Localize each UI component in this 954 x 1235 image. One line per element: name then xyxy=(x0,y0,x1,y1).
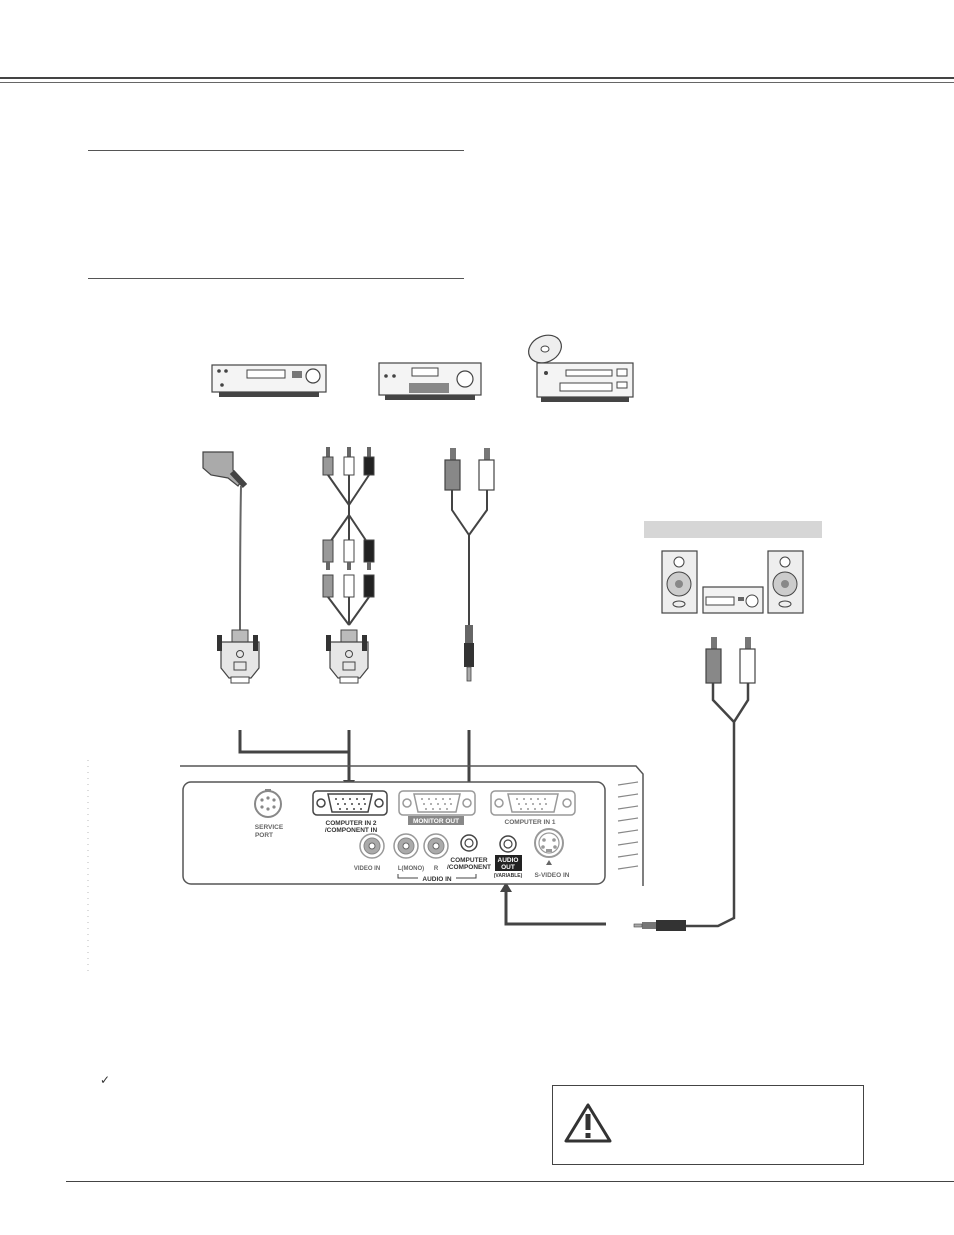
service-port-label-1: SERVICE xyxy=(255,824,284,831)
s-video-in-label: S-VIDEO IN xyxy=(534,872,569,879)
speaker-band xyxy=(644,521,822,538)
s-video-in-port[interactable] xyxy=(534,828,564,865)
rca-plug-top-set xyxy=(322,447,375,476)
monitor-out-port[interactable] xyxy=(398,790,476,816)
audio-in-label-bg xyxy=(418,874,456,882)
footer-rule xyxy=(66,1181,954,1182)
speaker-system-icon xyxy=(661,550,804,614)
audio-out-jack[interactable] xyxy=(499,835,517,853)
monitor-out-label-bg xyxy=(408,816,464,825)
audio-in-right-label: R xyxy=(434,866,439,872)
computer-in-1-label: COMPUTER IN 1 xyxy=(505,819,556,826)
audio-out-label-2: OUT xyxy=(501,864,515,871)
computer-component-label-2: /COMPONENT xyxy=(447,864,491,871)
computer-in-2-port[interactable] xyxy=(312,790,388,816)
caution-box xyxy=(552,1085,864,1165)
video-in-jack[interactable] xyxy=(359,833,385,859)
rca-jack-set xyxy=(322,574,375,598)
audio-in-left-jack[interactable] xyxy=(393,833,419,859)
computer-in-1-port[interactable] xyxy=(490,790,576,816)
audio-in-label: AUDIO IN xyxy=(422,876,452,883)
video-in-label: VIDEO IN xyxy=(354,866,380,872)
scart-cable xyxy=(202,451,260,684)
vcr-device-icon xyxy=(211,364,327,397)
computer-in-2-label-1: COMPUTER IN 2 xyxy=(326,820,377,827)
monitor-out-label: MONITOR OUT xyxy=(413,818,459,825)
audio-out-label-1: AUDIO xyxy=(498,857,519,864)
computer-component-label-1: COMPUTER xyxy=(450,857,488,864)
speaker-cable xyxy=(633,637,756,931)
top-rule-2 xyxy=(0,82,954,83)
rca-plug-middle-set xyxy=(322,539,375,570)
audio-cable xyxy=(444,448,495,682)
disc-player-icon xyxy=(528,334,634,402)
computer-in-2-label-2: /COMPONENT IN xyxy=(325,827,378,834)
variable-label: (VARIABLE) xyxy=(494,873,523,879)
audio-in-left-label: L(MONO) xyxy=(398,866,424,872)
section-rule-upper xyxy=(88,150,464,151)
check-icon: ✓ xyxy=(100,1073,111,1087)
dvd-device-icon xyxy=(378,362,482,400)
component-cable xyxy=(322,447,375,684)
warning-triangle-icon xyxy=(564,1103,612,1143)
section-rule-lower xyxy=(88,278,464,279)
top-rule-1 xyxy=(0,77,954,79)
audio-in-right-jack[interactable] xyxy=(423,833,449,859)
computer-component-audio-jack[interactable] xyxy=(460,834,478,852)
service-port xyxy=(254,789,282,818)
audio-out-label-bg xyxy=(495,855,522,871)
service-port-label-2: PORT xyxy=(255,832,273,839)
